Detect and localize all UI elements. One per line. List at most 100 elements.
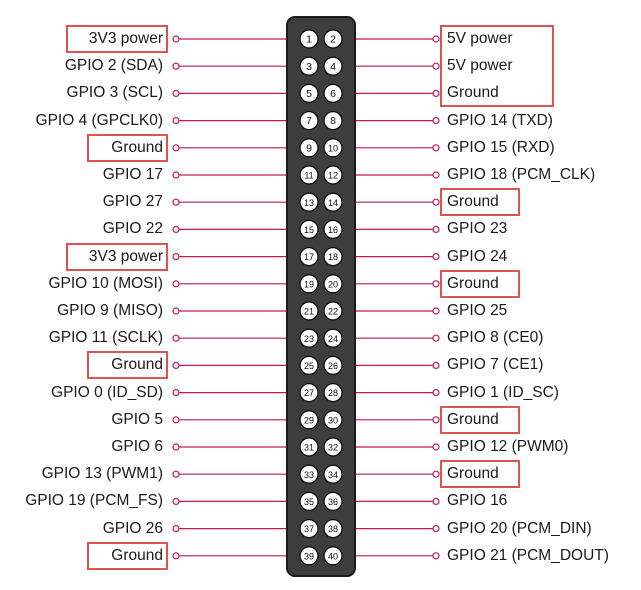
- leader-end-left: [172, 198, 180, 206]
- pin-number: 38: [328, 524, 338, 534]
- leader-end-right: [432, 62, 440, 70]
- pin-left: [299, 56, 319, 76]
- highlight-box-right: [440, 405, 520, 434]
- pin-label-right: GPIO 16: [447, 492, 508, 510]
- pin-left: [299, 410, 319, 430]
- pin-label-right: GPIO 23: [447, 220, 508, 238]
- pin-right: [323, 83, 343, 104]
- pin-number: 30: [328, 415, 338, 425]
- pin-left: [299, 29, 319, 49]
- pin-right: [323, 246, 343, 267]
- pin-number: 4: [330, 61, 336, 73]
- pin-label-right: 5V power: [447, 30, 513, 47]
- pin-number: 24: [328, 334, 338, 344]
- pin-left: [299, 328, 319, 348]
- pin-label-right: Ground: [447, 465, 499, 483]
- pin-label-left: GPIO 22: [102, 220, 163, 238]
- pin-label-right: GPIO 1 (ID_SC): [447, 383, 559, 401]
- pin-number: 3: [306, 61, 312, 73]
- pin-number: 37: [304, 524, 314, 534]
- leader-end-left: [172, 334, 180, 342]
- pin-number: 34: [328, 470, 338, 480]
- pin-left: [299, 192, 319, 212]
- pin-label-right: Ground: [447, 410, 499, 428]
- leader-end-left: [172, 361, 180, 369]
- highlight-box-right-group: [440, 25, 554, 108]
- pin-right: [323, 464, 343, 484]
- highlight-box-left: [87, 541, 168, 570]
- pin-right: [323, 382, 343, 403]
- pin-right: [323, 546, 343, 566]
- pin-label-right: GPIO 18 (PCM_CLK): [447, 166, 596, 183]
- pin-label-left: GPIO 11 (SCLK): [48, 329, 163, 347]
- pin-left: [299, 165, 319, 185]
- leader-end-right: [432, 443, 440, 451]
- pin-label-left: 3V3 power: [88, 247, 163, 265]
- pin-right: [323, 274, 343, 294]
- pin-right: [323, 56, 343, 76]
- leader-end-right: [432, 35, 440, 43]
- pin-right: [323, 110, 343, 131]
- pin-left: [299, 138, 319, 158]
- leader-end-right: [432, 416, 440, 424]
- pin-left: [299, 382, 319, 403]
- pin-number: 13: [304, 198, 314, 208]
- pin-number: 36: [328, 497, 338, 507]
- pin-label-right: GPIO 24: [447, 247, 508, 265]
- leader-end-right: [432, 144, 440, 152]
- highlight-box-left: [87, 351, 168, 380]
- pin-label-right: GPIO 8 (CE0): [447, 329, 544, 347]
- pin-right: [323, 410, 343, 430]
- pin-left: [299, 246, 319, 267]
- leader-end-right: [432, 116, 440, 125]
- pin-number: 27: [304, 388, 314, 398]
- highlight-box-left: [66, 242, 168, 271]
- pin-label-left: GPIO 10 (MOSI): [48, 274, 163, 292]
- pin-right: [323, 219, 343, 240]
- leader-end-right: [432, 171, 440, 179]
- pin-label-right: 5V power: [447, 57, 513, 75]
- pin-label-left: 3V3 power: [88, 30, 163, 47]
- pin-label-right: GPIO 7 (CE1): [447, 356, 544, 374]
- pin-right: [323, 328, 343, 348]
- leader-end-right: [432, 552, 440, 560]
- leader-end-left: [172, 116, 180, 125]
- pin-number: 17: [304, 252, 314, 262]
- pin-left: [299, 491, 319, 512]
- pin-right: [323, 518, 343, 539]
- pin-right: [323, 138, 343, 158]
- pin-number: 35: [304, 497, 314, 507]
- pin-label-right: GPIO 21 (PCM_DOUT): [447, 546, 609, 564]
- leader-end-right: [432, 334, 440, 342]
- pin-number: 29: [304, 415, 314, 425]
- pin-label-right: Ground: [447, 274, 499, 292]
- leader-end-left: [172, 307, 180, 315]
- pin-right: [323, 491, 343, 512]
- pin-number: 10: [328, 143, 338, 153]
- highlight-box-right: [440, 269, 520, 298]
- pin-label-left: Ground: [111, 546, 163, 564]
- leader-lines: [172, 35, 440, 560]
- pin-label-right: GPIO 20 (PCM_DIN): [447, 519, 592, 537]
- pin-left: [299, 355, 319, 376]
- leader-end-left: [172, 253, 180, 261]
- pin-number: 23: [304, 334, 314, 344]
- pin-number: 11: [304, 171, 313, 181]
- leader-end-left: [172, 497, 180, 505]
- pin-number: 15: [304, 225, 314, 235]
- pin-label-left: GPIO 6: [111, 438, 163, 455]
- pin-left: [299, 518, 319, 539]
- pin-label-left: GPIO 9 (MISO): [57, 302, 163, 319]
- leader-end-left: [172, 144, 180, 152]
- pin-number: 25: [304, 361, 314, 371]
- leader-end-left: [172, 280, 180, 288]
- pin-right: [323, 192, 343, 212]
- pin-label-left: GPIO 17: [102, 166, 163, 183]
- leader-end-left: [172, 389, 180, 397]
- leader-end-right: [432, 361, 440, 369]
- leader-end-right: [432, 253, 440, 261]
- pin-number: 8: [330, 115, 336, 127]
- leader-end-left: [172, 443, 180, 451]
